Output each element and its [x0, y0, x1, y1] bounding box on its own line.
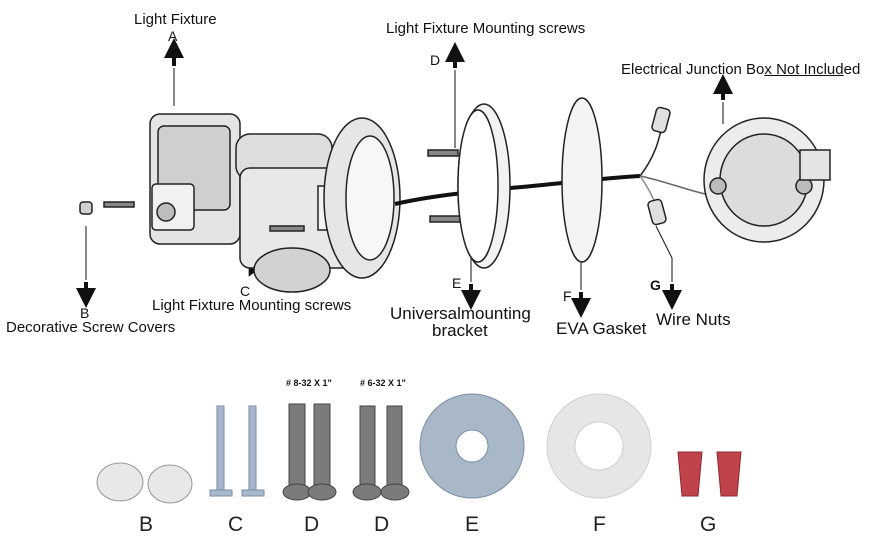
part-f-gasket: [546, 393, 652, 499]
callout-c-title: Light Fixture Mounting screws: [152, 297, 352, 314]
part-b-letter: B: [139, 513, 154, 536]
main-wire: [394, 174, 641, 206]
part-d1-screws: [282, 403, 337, 501]
part-f-letter: F: [593, 513, 606, 536]
part-d2-spec: # 6-32 X 1": [360, 378, 406, 388]
callout-e-title-1: Universalmounting: [390, 304, 531, 323]
callout-junction-title: Electrical Junction Box Not Included: [621, 62, 860, 77]
part-c-screws: [209, 405, 265, 497]
callout-f-letter: F: [563, 288, 572, 304]
callout-c-letter: C: [240, 283, 251, 299]
callout-b-title: Decorative Screw Covers: [6, 319, 176, 336]
callout-a-letter: A: [168, 28, 178, 44]
part-d1-letter: D: [304, 513, 320, 536]
eva-gasket: [561, 97, 603, 263]
callout-g-title: Wire Nuts: [656, 310, 731, 329]
callout-d-title: Light Fixture Mounting screws: [386, 20, 586, 37]
mounting-bracket: [457, 103, 511, 269]
junction-tail: ed: [843, 61, 861, 78]
part-c-letter: C: [228, 513, 244, 536]
callout-g-letter: G: [650, 277, 661, 293]
part-e-letter: E: [465, 513, 480, 536]
callout-b-letter: B: [80, 305, 90, 321]
callout-arrows: [76, 38, 733, 318]
callout-d-letter: D: [430, 52, 441, 68]
light-fixture: [149, 113, 401, 293]
callout-a-title: Light Fixture: [134, 11, 217, 28]
part-b-screw-covers: [96, 462, 193, 504]
part-d1-spec: # 8-32 X 1": [286, 378, 332, 388]
part-d2-screws: [352, 405, 410, 501]
callout-e-title-2: bracket: [432, 321, 488, 340]
part-g-wire-nuts: [677, 451, 742, 497]
junction-underlined: x Not Includ: [764, 61, 844, 78]
callout-e-letter: E: [452, 275, 462, 291]
junction-plain: Electrical Junction Bo: [621, 61, 765, 78]
part-d2-letter: D: [374, 513, 390, 536]
callout-f-title: EVA Gasket: [556, 319, 647, 338]
fixture-screws: [79, 149, 461, 232]
junction-box: [703, 117, 831, 243]
part-g-letter: G: [700, 513, 717, 536]
part-e-bracket: [419, 393, 525, 499]
wire-nuts: [639, 106, 731, 226]
